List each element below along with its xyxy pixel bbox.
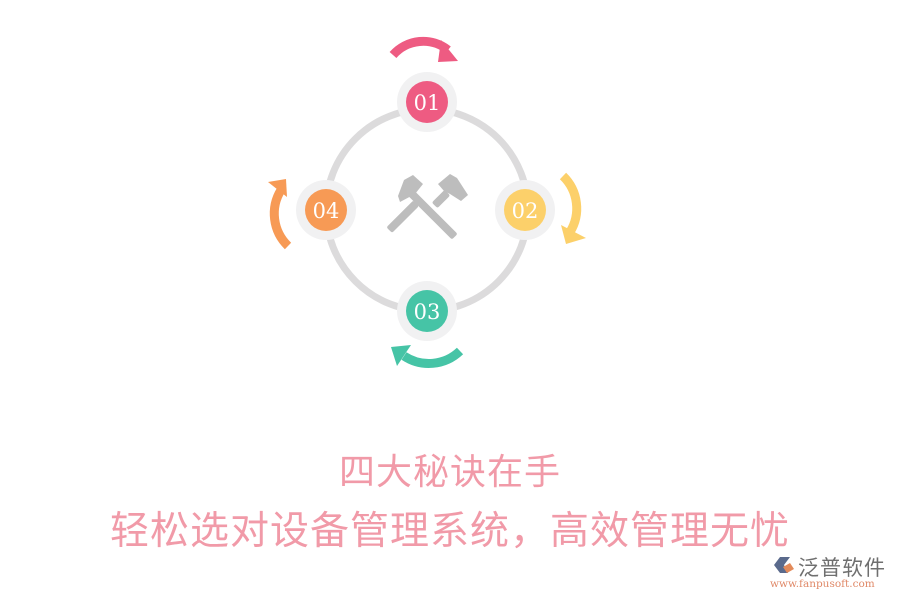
arrow-left-icon: [268, 179, 292, 250]
step-label: 03: [414, 300, 441, 324]
headline-line-2: 轻松选对设备管理系统，高效管理无忧: [109, 509, 790, 554]
step-node-02: 02: [495, 180, 555, 240]
step-label: 02: [512, 199, 539, 223]
logo-mark-icon: [774, 557, 794, 573]
step-node-04: 04: [296, 180, 356, 240]
cycle-diagram: 01 02 03 04: [268, 36, 586, 368]
step-label: 04: [313, 199, 340, 223]
logo-url: www.fanpusoft.com: [770, 578, 875, 590]
arrow-bottom-icon: [391, 345, 464, 368]
headline-line-1: 四大秘诀在手: [338, 452, 561, 493]
crossed-hammers-icon: [387, 174, 468, 239]
arrow-top-icon: [389, 36, 458, 62]
step-label: 01: [414, 91, 441, 115]
brand-logo: 泛普软件 www.fanpusoft.com: [770, 552, 895, 597]
step-node-03: 03: [397, 281, 457, 341]
arrow-right-icon: [559, 172, 586, 244]
logo-name: 泛普软件: [798, 556, 886, 580]
step-node-01: 01: [397, 72, 457, 132]
